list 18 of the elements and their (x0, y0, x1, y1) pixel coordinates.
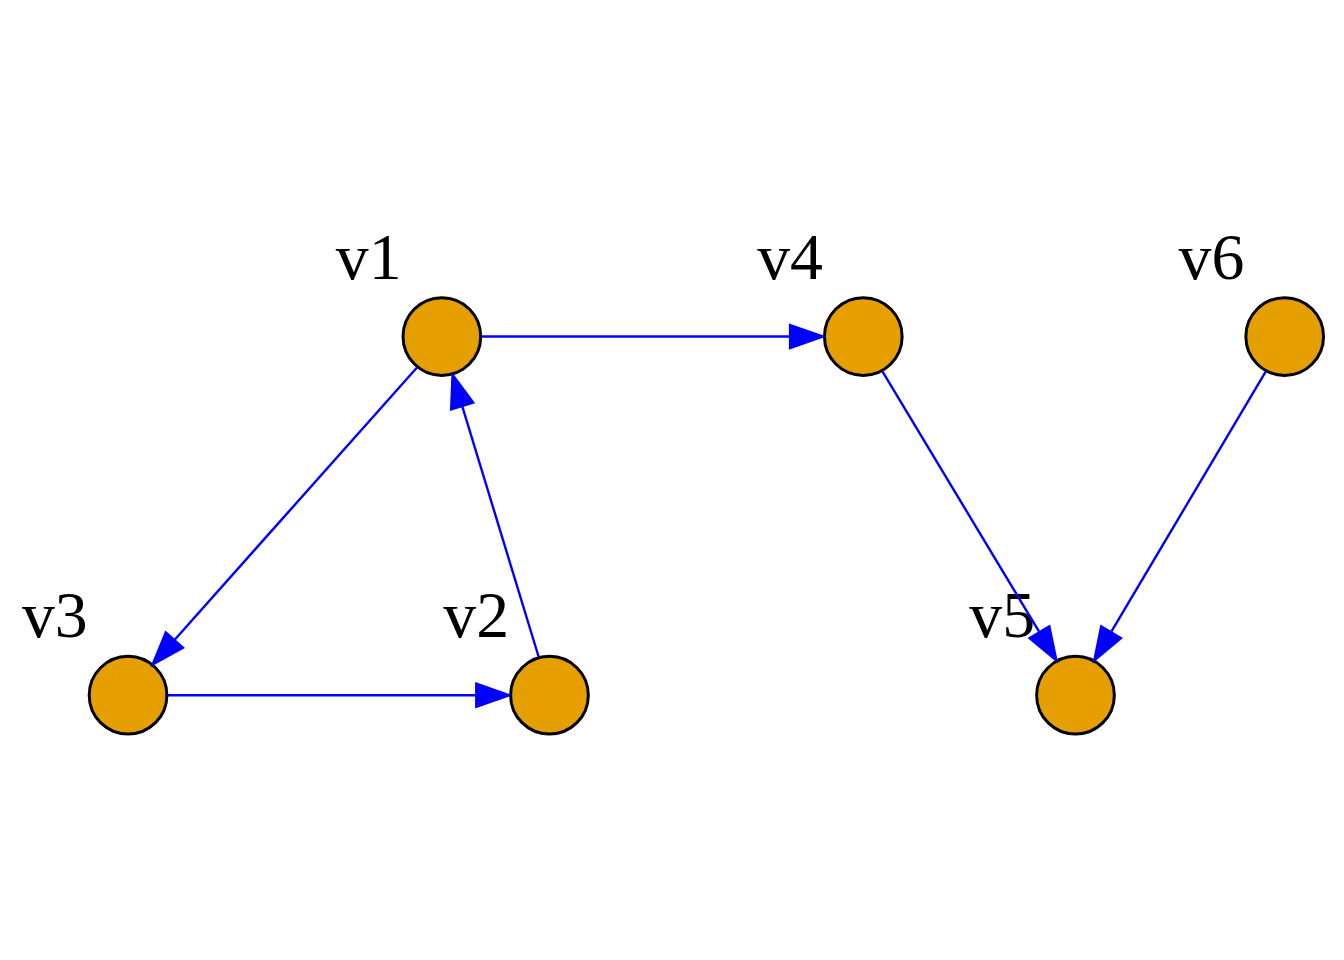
node-circle (401, 296, 483, 377)
node-circle (822, 296, 904, 377)
arrow (481, 323, 827, 350)
node-label: v3 (21, 578, 88, 652)
node-label: v6 (1178, 219, 1245, 293)
node-circle (1244, 296, 1326, 377)
arrow (881, 370, 1059, 664)
node-circle (1035, 654, 1116, 736)
arrow (449, 371, 540, 658)
node-circle (509, 654, 590, 736)
node-label: v4 (757, 219, 823, 293)
arrow (167, 682, 513, 709)
arrow (150, 366, 419, 668)
node-label: v2 (443, 578, 510, 652)
node-label: v1 (335, 219, 402, 293)
node-label: v5 (969, 578, 1036, 652)
arrow (1092, 370, 1268, 664)
node-circle (87, 654, 169, 736)
